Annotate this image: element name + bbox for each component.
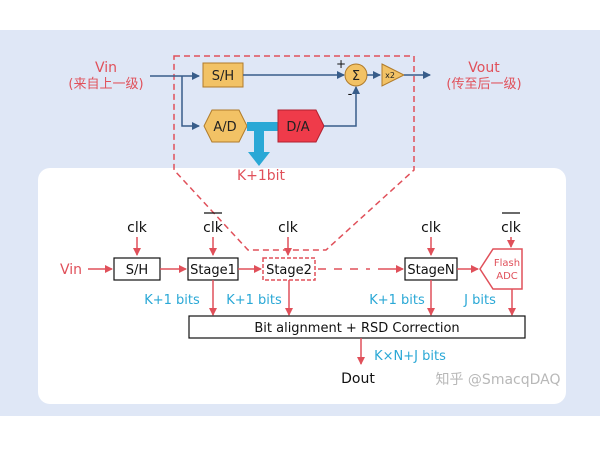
top-sum-plus: + (336, 57, 346, 71)
top-sh-label: S/H (212, 69, 234, 84)
correction-label: Bit alignment + RSD Correction (254, 321, 459, 336)
clk-stageN-label: clk (421, 220, 442, 236)
dout-label: Dout (341, 371, 375, 387)
top-vin-label: Vin (95, 60, 117, 76)
clk-stage2-label: clk (278, 220, 299, 236)
top-sh-box (202, 62, 244, 88)
top-ad-label: A/D (213, 120, 236, 135)
top-sum-symbol: Σ (352, 69, 360, 84)
bottom-sh-label: S/H (126, 263, 148, 278)
main-card (38, 168, 566, 404)
top-da-block (277, 109, 325, 143)
bottom-vin-label: Vin (60, 262, 82, 278)
top-branch-line (181, 76, 200, 130)
top-vin-sub: (来自上一级) (68, 77, 143, 92)
top-bits-connector (247, 122, 283, 166)
stageN-label: StageN (407, 263, 454, 278)
top-vout-sub: (传至后一级) (446, 77, 521, 92)
flash-adc-block (479, 248, 523, 290)
top-da-to-sum (324, 86, 360, 127)
top-bits-label: K+1bit (237, 168, 286, 184)
zoom-outline (173, 55, 415, 251)
out-bits-label: K×N+J bits (374, 349, 446, 364)
clk-flash-label: clk (501, 220, 522, 236)
top-vout-label: Vout (468, 60, 500, 76)
flash-label-line2: ADC (496, 271, 518, 282)
watermark-text: 知乎 @SmacqDAQ (435, 371, 560, 388)
clk-sh-label: clk (127, 220, 148, 236)
correction-block (188, 315, 526, 339)
top-ad-block (203, 109, 248, 143)
top-gain-amp (381, 63, 406, 87)
stage1-label: Stage1 (190, 263, 236, 278)
top-da-label: D/A (286, 120, 309, 135)
bits2-label: K+1 bits (226, 293, 282, 308)
top-sum-minus: - (348, 87, 353, 102)
stage2-label: Stage2 (266, 263, 312, 278)
top-gain-label: x2 (385, 71, 395, 80)
clk-stage1-label: clk (203, 220, 224, 236)
flash-label-line1: Flash (494, 258, 520, 269)
bits1-label: K+1 bits (144, 293, 200, 308)
bitsN-label: K+1 bits (369, 293, 425, 308)
bitsJ-label: J bits (463, 293, 496, 308)
